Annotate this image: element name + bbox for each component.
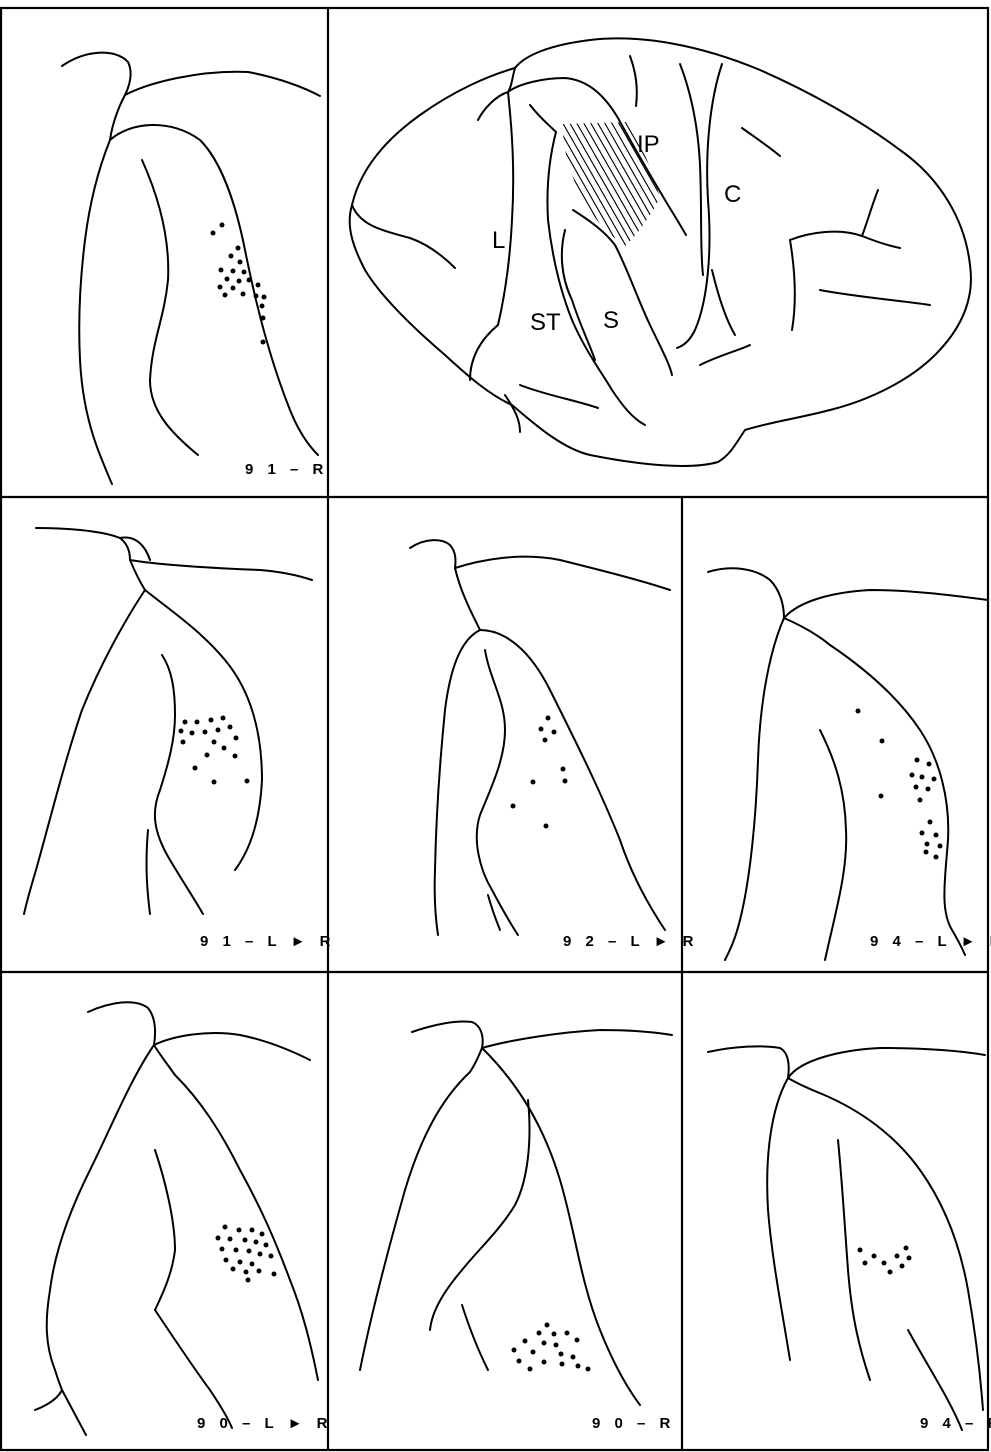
panel-92-l-r-dots <box>511 716 568 829</box>
panel-91-l-r-dots <box>179 716 250 785</box>
panel-91-r: 9 1 – R <box>62 53 328 484</box>
brain-outline-view: IP C L ST S <box>350 38 971 466</box>
sulcus-label-ip: IP <box>637 131 660 158</box>
panel-91-r-label: 9 1 – R <box>245 461 328 478</box>
panel-94-l-r-dots <box>856 709 943 860</box>
panel-94-r-dots <box>858 1246 912 1275</box>
panel-94-l-r: 9 4 – L ► R <box>708 568 991 960</box>
panel-90-r: 9 0 – R <box>360 1022 675 1432</box>
panel-94-r-label: 9 4 – R <box>920 1415 991 1432</box>
panel-94-r: 9 4 – R <box>708 1046 991 1432</box>
sulcus-label-st: ST <box>530 309 561 336</box>
sulcus-label-l: L <box>492 227 505 254</box>
intraparietal-hatched-area <box>505 120 711 260</box>
panel-90-r-dots <box>512 1323 591 1372</box>
panel-92-l-r: 9 2 – L ► R <box>410 540 698 950</box>
sulcus-label-s: S <box>603 307 619 334</box>
panel-94-l-r-label: 9 4 – L ► R <box>870 933 991 950</box>
panel-90-r-label: 9 0 – R <box>592 1415 675 1432</box>
panel-90-l-r-label: 9 0 – L ► R <box>197 1415 332 1432</box>
panel-92-l-r-label: 9 2 – L ► R <box>563 933 698 950</box>
panel-90-l-r-dots <box>216 1225 277 1283</box>
panel-91-l-r: 9 1 – L ► R <box>24 528 335 950</box>
panel-91-l-r-label: 9 1 – L ► R <box>200 933 335 950</box>
panel-90-l-r: 9 0 – L ► R <box>35 1002 332 1435</box>
sulcus-label-c: C <box>724 181 741 208</box>
panel-91-r-dots <box>211 223 267 345</box>
